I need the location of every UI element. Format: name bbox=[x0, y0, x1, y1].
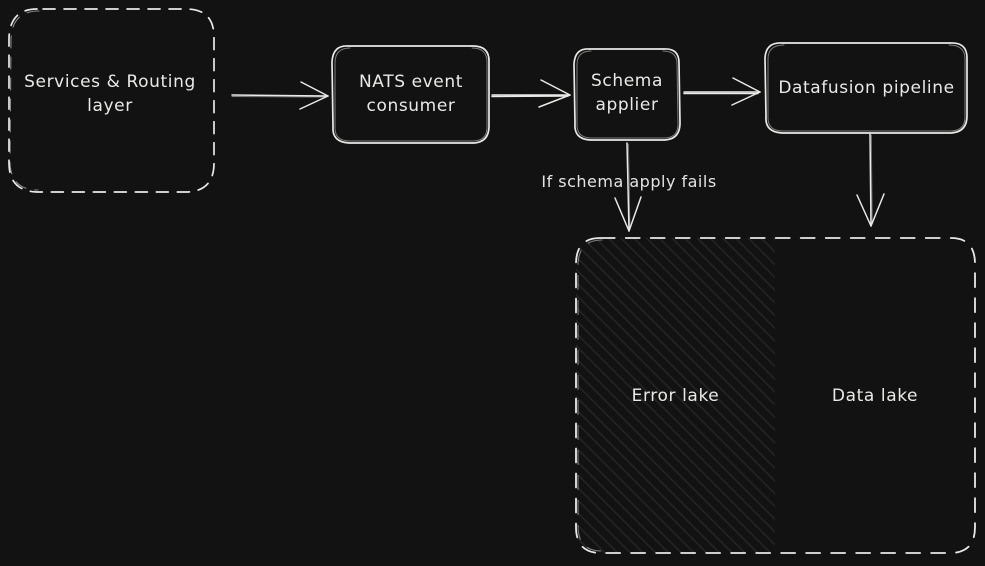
arrow-schema-to-datafusion bbox=[683, 77, 761, 106]
error-lake-node[interactable] bbox=[576, 238, 775, 553]
arrow-datafusion-to-data-lake bbox=[856, 133, 885, 227]
schema-applier-node[interactable] bbox=[574, 48, 680, 140]
nats-event-consumer-label: NATS event consumer bbox=[358, 72, 464, 116]
arrow-nats-to-schema bbox=[491, 79, 571, 108]
services-routing-layer-node[interactable] bbox=[8, 8, 215, 192]
datafusion-pipeline-node[interactable] bbox=[765, 42, 968, 133]
nats-event-consumer-node[interactable] bbox=[332, 45, 490, 143]
data-lake-node[interactable] bbox=[775, 238, 975, 553]
arrow-services-to-nats bbox=[231, 81, 329, 110]
datafusion-pipeline-label: Datafusion pipeline bbox=[778, 78, 955, 98]
schema-applier-label: Schema applier bbox=[591, 71, 663, 115]
data-lake-label: Data lake bbox=[831, 386, 919, 406]
services-routing-layer-label: Services & Routing layer bbox=[24, 72, 196, 116]
edge-label-if-schema-apply-fails: If schema apply fails bbox=[541, 172, 717, 191]
error-lake-label: Error lake bbox=[631, 386, 720, 406]
